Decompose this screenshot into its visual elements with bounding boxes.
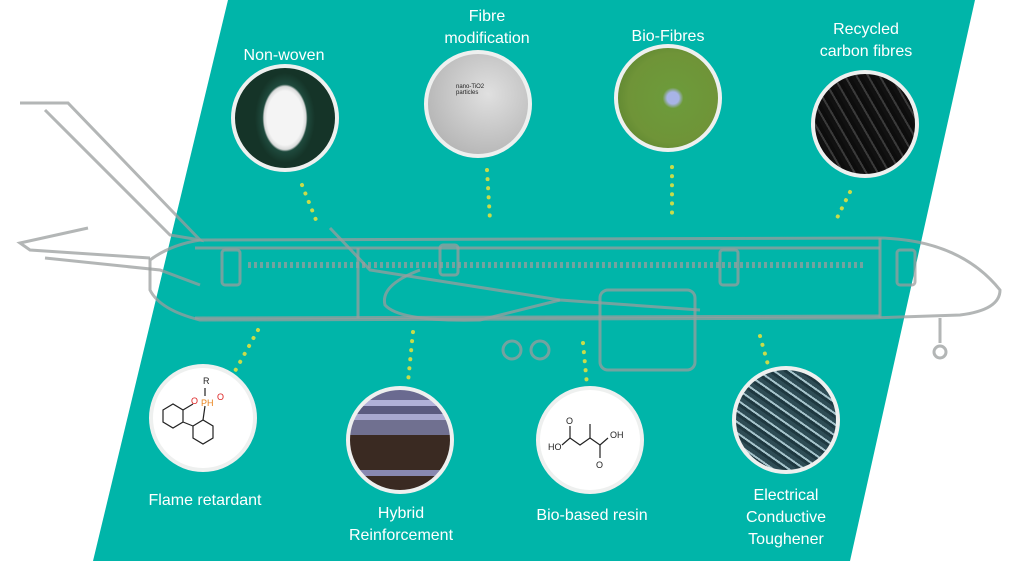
label-line: Recycled xyxy=(833,21,899,38)
chem-label: O xyxy=(191,396,199,406)
label-line: Non-woven xyxy=(243,47,325,64)
electrical-conductive-toughener-image xyxy=(732,366,840,474)
label-line: Hybrid xyxy=(377,505,425,522)
non-woven-image xyxy=(231,64,339,172)
chem-label: O xyxy=(596,460,604,470)
chemical-structure-icon xyxy=(162,388,214,445)
label-bio-fibres: Bio-Fibres xyxy=(632,26,705,48)
hybrid-reinforcement-image xyxy=(346,386,454,494)
label-non-woven: Non-woven xyxy=(244,45,325,67)
airplane-outline xyxy=(16,101,1002,372)
label-line: Reinforcement xyxy=(348,527,454,544)
label-line: Bio-based resin xyxy=(536,507,648,524)
image-caption: nano-TiO2 particles xyxy=(456,84,485,96)
label-line: Electrical xyxy=(753,487,819,504)
chem-label: OH xyxy=(610,430,624,440)
chem-label: PH xyxy=(201,398,214,408)
flame-retardant-image: R O O PH xyxy=(149,364,257,472)
label-line: Bio-Fibres xyxy=(631,28,705,45)
label-line: Conductive xyxy=(745,509,827,526)
bio-fibres-image xyxy=(614,44,722,152)
label-line: Fibre xyxy=(468,8,506,25)
chem-label: O xyxy=(217,392,225,402)
label-recycled-carbon-fibres: Recycled carbon fibres xyxy=(820,19,913,63)
label-flame-retardant: Flame retardant xyxy=(149,490,262,512)
chem-label: HO xyxy=(548,442,562,452)
label-line: modification xyxy=(444,30,530,47)
connector-dots xyxy=(228,165,852,387)
label-line: Flame retardant xyxy=(148,492,262,509)
chem-label: R xyxy=(203,376,210,386)
label-fibre-modification: Fibre modification xyxy=(444,6,529,50)
label-line: Toughener xyxy=(748,531,824,548)
bio-based-resin-image: O HO OH O xyxy=(536,386,644,494)
recycled-carbon-fibres-image xyxy=(811,70,919,178)
chem-label: O xyxy=(566,416,574,426)
label-line: carbon fibres xyxy=(819,43,913,60)
label-bio-based-resin: Bio-based resin xyxy=(536,505,647,527)
fibre-modification-image: nano-TiO2 particles xyxy=(424,50,532,158)
chemical-structure-icon xyxy=(561,424,609,458)
